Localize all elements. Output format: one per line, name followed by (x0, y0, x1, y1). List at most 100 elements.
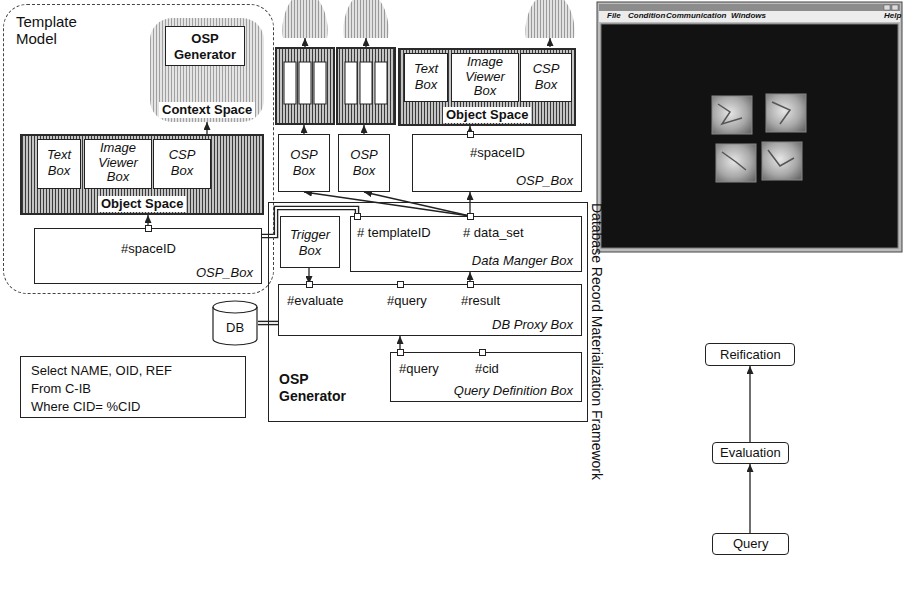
node-text: OSP Generator (279, 371, 359, 405)
node-text: Context Space (159, 102, 255, 118)
node-text: Reification (720, 347, 781, 363)
menu-item: Help (884, 11, 901, 21)
node-text: # templateID (357, 225, 431, 241)
node-text: #cid (475, 361, 499, 377)
port-square (145, 225, 152, 232)
query-definition-box: #query #cidQuery Definition Box (390, 352, 582, 402)
port-square (467, 213, 474, 220)
node-text: Object Space (443, 107, 531, 123)
port-square (306, 281, 313, 288)
window-button (892, 5, 898, 10)
node-text: OSP Generator (168, 31, 242, 62)
node-text: Data Manger Box (472, 253, 573, 269)
space-cell (345, 62, 357, 104)
space-cell (360, 62, 372, 104)
osp-box: #spaceID OSP_Box (412, 134, 582, 192)
node-text: OSP Box (281, 147, 327, 178)
port-square (354, 213, 361, 220)
data-manager-box: # templateID # data_setData Manger Box (350, 216, 582, 272)
connector-line (206, 122, 207, 134)
osp-box: OSP Box (278, 134, 330, 192)
node-text: Query (733, 536, 768, 552)
image-thumbnail (712, 96, 752, 134)
node-text: OSP_Box (196, 265, 253, 281)
port-square (397, 349, 404, 356)
node-text: Text Box (407, 61, 445, 92)
vertical-title: Database Record Materialization Framewor… (589, 203, 605, 480)
object-space-band (337, 48, 395, 124)
screen-window (597, 2, 902, 252)
window-button (884, 5, 890, 10)
node-text: #evaluate (287, 293, 343, 309)
port-square (467, 131, 474, 138)
context-space: Context Space OSP Generator (150, 18, 264, 122)
node-text: Image Viewer Box (454, 55, 516, 99)
image-thumbnail (716, 144, 756, 182)
node-text: #query (399, 361, 439, 377)
csp-box: CSP Box (520, 53, 572, 102)
node-text: CSP Box (523, 61, 569, 92)
menu-item: Condition (628, 11, 665, 21)
space-cell (299, 62, 311, 104)
node-text: Query Definition Box (454, 383, 573, 399)
menu-item: Communication (666, 11, 726, 21)
menu-item: File (607, 11, 621, 21)
connector (364, 192, 470, 216)
arrow-line (303, 125, 304, 134)
node-text: OSP Box (341, 147, 387, 178)
node-text: Image Viewer Box (87, 141, 149, 185)
connector-line (749, 464, 750, 533)
cylinder-rim (213, 307, 257, 313)
osp-box: #spaceID OSP_Box (34, 228, 262, 284)
csp-box: CSP Box (153, 139, 211, 189)
arrow-line (365, 38, 366, 47)
node-text: Object Space (98, 196, 186, 212)
menu-item: Windows (731, 11, 766, 21)
text-box: Text Box (404, 53, 448, 102)
space-cloud (525, 0, 574, 38)
node-text: DB Proxy Box (492, 317, 573, 333)
node-text: Evaluation (720, 445, 781, 461)
node-text: #spaceID (470, 145, 525, 161)
osp-box: OSP Box (338, 134, 390, 192)
arrow-line (304, 38, 305, 47)
space-cell (375, 62, 387, 104)
object-space: Object Space Text Box Image Viewer BoxCSP … (20, 134, 264, 215)
cylinder-body (213, 301, 257, 345)
node-text: # data_set (463, 225, 524, 241)
screen-area (601, 24, 898, 248)
node-text: #query (387, 293, 427, 309)
image-thumbnail (762, 142, 802, 180)
connector (304, 192, 470, 216)
connector-line (749, 366, 750, 442)
node-text: Text Box (40, 147, 78, 178)
image-viewer-box: Image Viewer Box (84, 139, 152, 189)
flow-step: Reification (705, 343, 795, 366)
node-text: DB (226, 320, 244, 336)
arrow-line (549, 38, 550, 47)
node-text: #result (461, 293, 500, 309)
db-proxy-box: #evaluate #query #result DB Proxy Box (278, 284, 582, 336)
arrow-line (363, 125, 364, 134)
generator-box: OSP Generator (165, 26, 245, 66)
space-cell (284, 62, 296, 104)
space-cell (314, 62, 326, 104)
connector (750, 464, 751, 533)
node-text: OSP_Box (516, 173, 573, 189)
flow-step: Query (712, 533, 789, 555)
connector (750, 366, 751, 442)
node-text: Where CID= %CID (31, 399, 140, 415)
space-cloud (282, 0, 327, 38)
connector-line (304, 192, 470, 216)
node-text: #spaceID (121, 241, 176, 257)
object-space: Object Space Text Box Image Viewer BoxCSP … (398, 48, 576, 126)
flow-step: Evaluation (712, 442, 789, 464)
space-cloud (343, 0, 388, 38)
image-detail (718, 102, 794, 170)
template-model: Template ModelContext SpaceOSP Generator… (3, 4, 274, 294)
port-square (467, 281, 474, 288)
port-square (397, 281, 404, 288)
connector (207, 122, 208, 134)
node-text: Select NAME, OID, REF (31, 363, 172, 379)
title-bar (599, 4, 900, 11)
